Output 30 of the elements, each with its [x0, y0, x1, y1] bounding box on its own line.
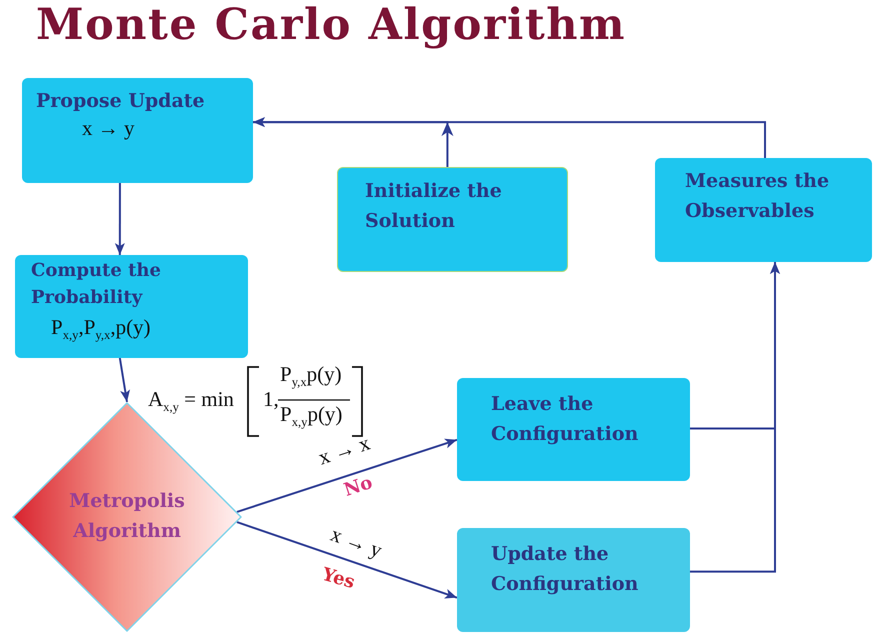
- formula: P$_{x,y}$,P$_{y,x}$,p(y): [51, 315, 151, 344]
- node-label: Metropolis Algorithm: [68, 489, 186, 544]
- edge-label: x → y: [327, 522, 386, 564]
- formula: A$_{x,y}$ = min: [148, 387, 234, 416]
- node-label: Update the Configuration: [491, 542, 640, 597]
- process-box: [655, 158, 872, 262]
- node-label: Compute the Probability: [31, 259, 162, 310]
- process-box: [457, 378, 690, 481]
- title: Monte Carlo Algorithm: [36, 0, 626, 50]
- arrow: [690, 262, 780, 573]
- formula: P$_{x,y}$p(y): [280, 402, 342, 430]
- formula: x → y: [82, 116, 134, 141]
- formula: P$_{y,x}$p(y): [280, 362, 342, 390]
- arrow: [236, 438, 458, 513]
- process-box: [22, 78, 253, 183]
- node-label: Initialize the Solution: [365, 179, 503, 234]
- arrow: [253, 117, 766, 158]
- process-box: [457, 528, 690, 632]
- node-label: Leave the Configuration: [491, 392, 640, 447]
- arrow: [236, 521, 458, 599]
- edge-label: x → x: [315, 430, 374, 470]
- process-box: [15, 255, 248, 358]
- branch-label: No: [341, 472, 376, 501]
- node-label: Propose Update: [36, 89, 205, 114]
- formula: 1,: [263, 387, 279, 412]
- node-label: Measures the Observables: [685, 169, 830, 224]
- arrow: [114, 183, 125, 255]
- branch-label: Yes: [320, 564, 358, 594]
- arrow: [118, 358, 130, 402]
- process-box: [337, 167, 568, 272]
